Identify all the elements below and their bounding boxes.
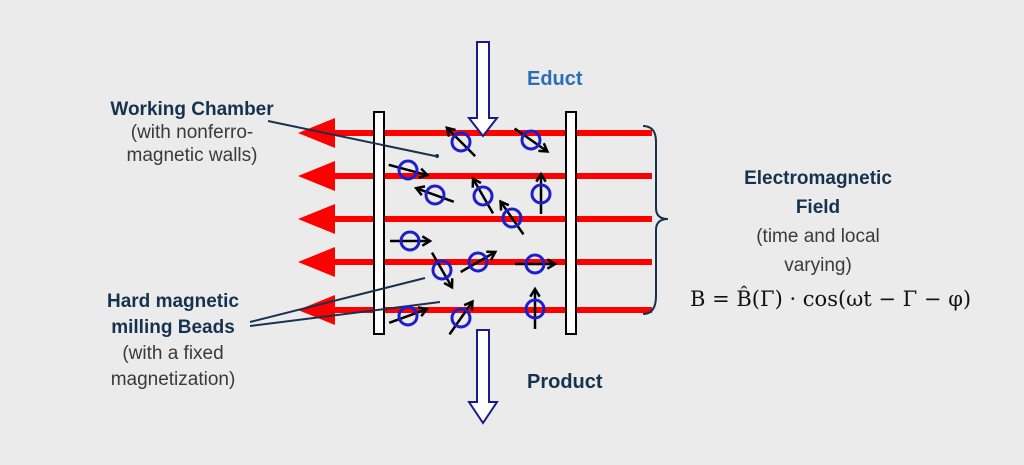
field-arrowhead: [298, 204, 335, 234]
field-lines: [298, 118, 652, 325]
field-brace: [642, 125, 669, 315]
milling-beads-label: Hard magnetic milling Beads (with a fixe…: [60, 289, 286, 393]
milling-bead: [448, 299, 474, 336]
working-chamber-line2: magnetic walls): [126, 145, 258, 166]
chamber-leader: [267, 120, 436, 157]
field-line: [330, 173, 652, 179]
milling-bead: [430, 252, 454, 290]
milling-bead: [388, 159, 430, 181]
milling-beads-line2: magnetization): [110, 369, 236, 390]
product-arrow: [467, 329, 499, 425]
milling-beads-title1: Hard magnetic: [107, 291, 239, 312]
field-arrowhead: [298, 295, 335, 325]
milling-bead: [471, 176, 495, 214]
field-line: [330, 130, 652, 136]
milling-bead: [513, 127, 550, 153]
field-label: Electromagnetic Field (time and local va…: [700, 164, 936, 280]
milling-bead: [515, 253, 558, 275]
milling-bead: [390, 230, 433, 252]
milling-beads-title2: milling Beads: [111, 317, 235, 338]
working-chamber-line1: (with nonferro-: [130, 122, 254, 143]
milling-bead: [388, 305, 430, 327]
field-line: [330, 259, 652, 265]
field-line1: (time and local: [756, 226, 880, 247]
milling-bead: [413, 184, 455, 206]
field-line: [330, 216, 652, 222]
field-arrowhead: [298, 161, 335, 191]
field-title2: Field: [795, 197, 841, 218]
milling-bead: [460, 250, 498, 274]
field-line: [330, 307, 652, 313]
milling-beads: [388, 126, 558, 336]
milling-bead: [499, 199, 525, 236]
product-label: Product: [527, 371, 603, 393]
working-chamber-label: Working Chamber (with nonferro- magnetic…: [78, 98, 306, 167]
educt-arrow: [466, 41, 500, 138]
field-line2: varying): [784, 255, 852, 276]
chamber-wall-left: [373, 111, 385, 335]
milling-bead: [530, 171, 552, 214]
working-chamber-title: Working Chamber: [110, 99, 274, 120]
educt-label: Educt: [527, 68, 583, 90]
field-arrowhead: [298, 247, 335, 277]
field-arrowhead: [298, 118, 335, 148]
milling-beads-line1: (with a fixed: [122, 343, 224, 364]
beads-leader-1: [249, 277, 426, 323]
chamber-leader-dot: [435, 154, 439, 158]
milling-bead: [524, 286, 546, 329]
field-formula: B = B̂(Γ) · cos(ωt − Γ − φ): [690, 287, 972, 311]
field-title1: Electromagnetic: [744, 168, 892, 189]
milling-bead: [445, 126, 477, 158]
chamber-wall-right: [565, 111, 577, 335]
